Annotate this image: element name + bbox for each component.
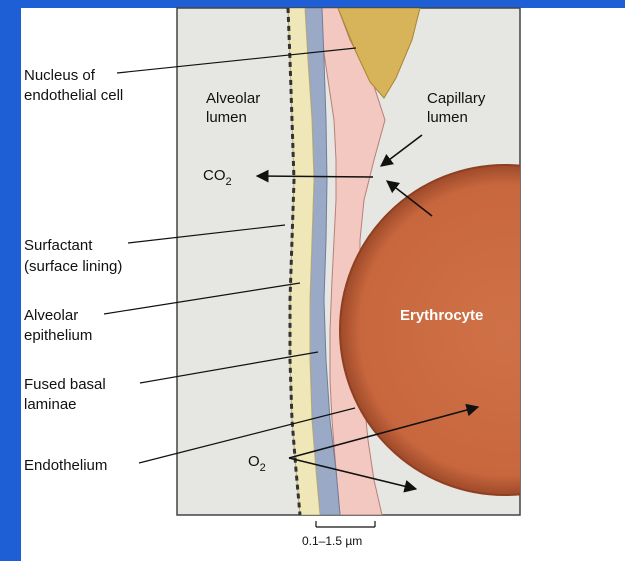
nucleus-label-line2: endothelial cell [24, 87, 123, 104]
scale-bar-label: 0.1–1.5 µm [302, 534, 362, 548]
capillary-lumen-label-line1: Capillary [427, 90, 486, 107]
alveolar-lumen-label-line2: lumen [206, 109, 247, 126]
erythrocyte-label: Erythrocyte [400, 307, 483, 324]
surfactant-label-line2: (surface lining) [24, 258, 122, 275]
capillary-lumen-label-line2: lumen [427, 109, 468, 126]
endothelium-label: Endothelium [24, 457, 107, 474]
epithelium-label-line2: epithelium [24, 327, 92, 344]
surfactant-label-line1: Surfactant [24, 237, 93, 254]
epithelium-label-line1: Alveolar [24, 307, 78, 324]
nucleus-label-line1: Nucleus of [24, 67, 96, 84]
basal-label-line2: laminae [24, 396, 77, 413]
alveolar-lumen-label-line1: Alveolar [206, 90, 260, 107]
co2-arrow [257, 176, 373, 177]
basal-label-line1: Fused basal [24, 376, 106, 393]
scale-bar [316, 521, 375, 527]
